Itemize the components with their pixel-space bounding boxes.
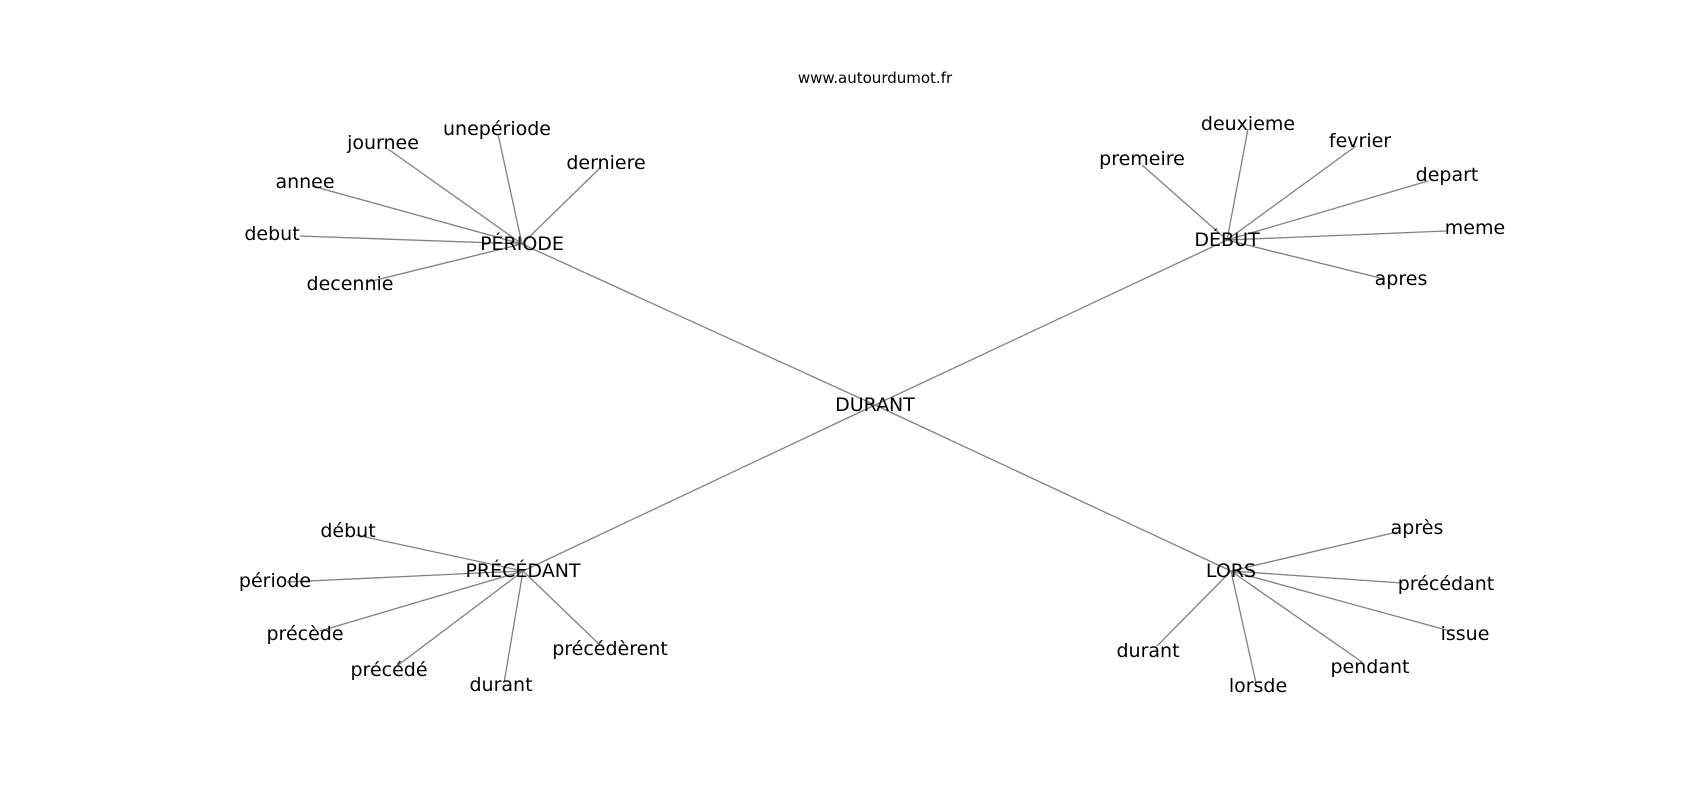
leaf-node-label: période bbox=[239, 570, 311, 592]
hub-leaf-edge bbox=[1230, 531, 1398, 572]
hub-leaf-edge bbox=[1226, 128, 1249, 241]
hub-leaf-edge bbox=[1230, 570, 1403, 584]
leaf-node-label: meme bbox=[1445, 217, 1505, 239]
leaf-node-label: pendant bbox=[1331, 656, 1410, 678]
hub-leaf-edge bbox=[1226, 239, 1385, 280]
leaf-node-label: précédé bbox=[350, 659, 427, 681]
hub-node-label: LORS bbox=[1206, 560, 1256, 582]
leaf-node-label: après bbox=[1391, 517, 1444, 539]
leaf-node-label: derniere bbox=[566, 152, 645, 174]
center-hub-edge bbox=[874, 239, 1228, 406]
hub-leaf-edge bbox=[497, 133, 523, 245]
leaf-node-label: depart bbox=[1416, 164, 1479, 186]
hub-leaf-edge bbox=[1226, 180, 1429, 241]
leaf-node-label: fevrier bbox=[1329, 130, 1391, 152]
hub-leaf-edge bbox=[522, 570, 601, 646]
hub-leaf-edge bbox=[1141, 164, 1228, 241]
leaf-node-label: deuxieme bbox=[1201, 113, 1295, 135]
hub-leaf-edge bbox=[503, 570, 524, 684]
center-hub-edge bbox=[874, 404, 1232, 572]
leaf-node-label: précède bbox=[266, 623, 343, 645]
center-node-label: DURANT bbox=[835, 394, 915, 416]
hub-leaf-edge bbox=[367, 243, 523, 283]
leaf-node-label: issue bbox=[1441, 623, 1490, 645]
hub-node-label: DÉBUT bbox=[1194, 228, 1260, 251]
hub-leaf-edge bbox=[387, 148, 523, 245]
site-url-label: www.autourdumot.fr bbox=[798, 69, 953, 87]
leaf-node-label: unepériode bbox=[443, 118, 551, 140]
leaf-node-label: annee bbox=[275, 171, 334, 193]
hub-leaf-edge bbox=[1226, 145, 1357, 241]
leaf-node-label: durant bbox=[469, 674, 532, 696]
hub-node-label: PÉRIODE bbox=[480, 232, 564, 255]
hub-leaf-edge bbox=[355, 534, 524, 572]
hub-leaf-edge bbox=[1230, 570, 1363, 663]
center-hub-edge bbox=[522, 404, 876, 572]
leaf-node-label: lorsde bbox=[1229, 675, 1287, 697]
hub-leaf-edge bbox=[1230, 570, 1257, 684]
leaf-node-label: decennie bbox=[307, 273, 394, 295]
leaf-node-label: durant bbox=[1116, 640, 1179, 662]
hub-leaf-edge bbox=[286, 570, 524, 583]
hub-leaf-edge bbox=[319, 570, 524, 632]
leaf-node-label: debut bbox=[244, 223, 299, 245]
hub-leaf-edge bbox=[1230, 570, 1451, 632]
labels-layer: DURANT PÉRIODE journee unepériode derniere an… bbox=[239, 113, 1505, 697]
hub-leaf-edge bbox=[396, 570, 524, 667]
edges-layer bbox=[286, 128, 1451, 684]
hub-leaf-edge bbox=[311, 185, 523, 245]
hub-leaf-edge bbox=[299, 235, 523, 245]
leaf-node-label: précédèrent bbox=[552, 638, 668, 660]
leaf-node-label: journee bbox=[346, 132, 419, 154]
hub-leaf-edge bbox=[1156, 570, 1232, 647]
leaf-node-label: apres bbox=[1375, 268, 1428, 290]
hub-node-label: PRÉCÉDANT bbox=[465, 559, 580, 582]
leaf-node-label: premeire bbox=[1099, 148, 1185, 170]
leaf-node-label: début bbox=[320, 520, 375, 542]
leaf-node-label: précédant bbox=[1398, 573, 1494, 595]
hub-leaf-edge bbox=[1226, 230, 1447, 241]
center-hub-edge bbox=[521, 243, 876, 406]
hub-leaf-edge bbox=[521, 167, 601, 245]
